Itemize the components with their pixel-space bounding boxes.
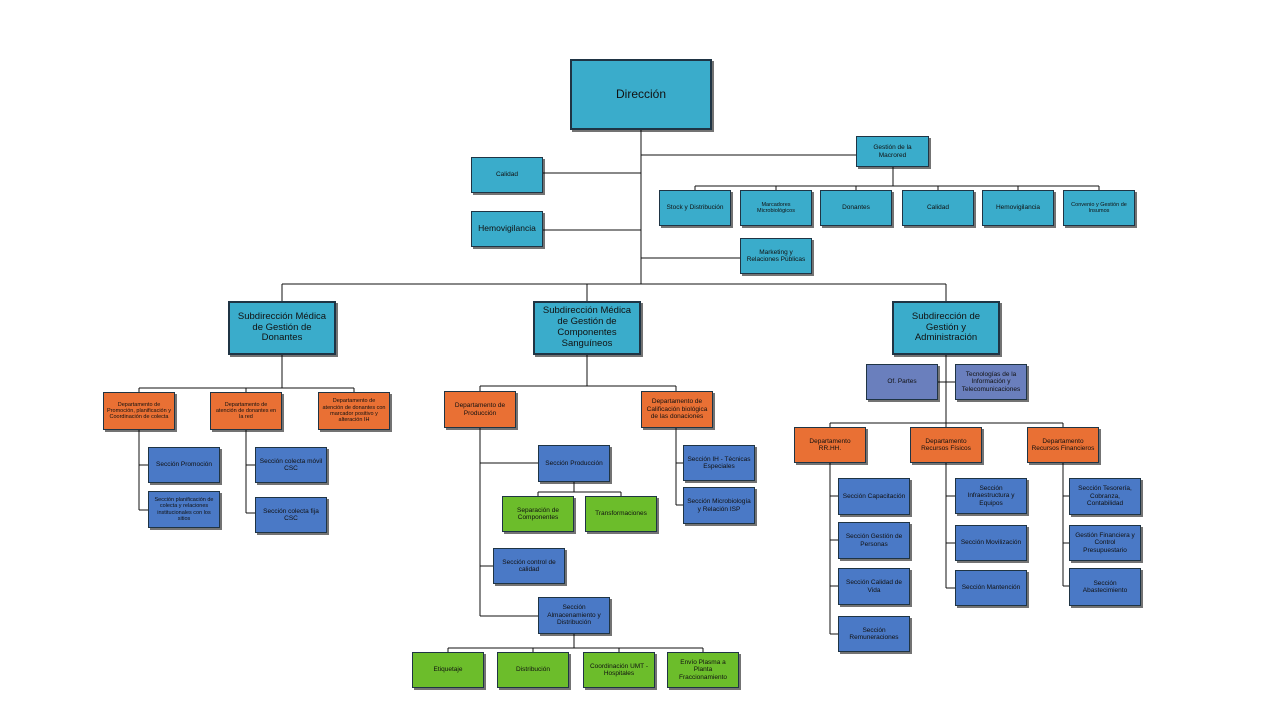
node-etiquetaje: Etiquetaje [412,652,484,688]
node-convenio-insumos: Convenio y Gestión de Insumos [1063,190,1135,226]
node-gestion-financiera: Gestión Financiera y Control Presupuesta… [1069,525,1141,561]
node-sec-control-calidad: Sección control de calidad [493,548,565,584]
node-donantes: Donantes [820,190,892,226]
node-hemovigilancia: Hemovigilancia [471,211,543,247]
node-tecnologias: Tecnologías de la Información y Telecomu… [955,364,1027,400]
node-hemovigilancia-macrored: Hemovigilancia [982,190,1054,226]
node-subdireccion-componentes: Subdirección Médica de Gestión de Compon… [533,301,641,355]
node-sec-abastecimiento: Sección Abastecimiento [1069,568,1141,606]
node-direccion: Dirección [570,59,712,130]
node-sec-tesoreria: Sección Tesorería, Cobranza, Contabilida… [1069,478,1141,515]
node-sec-microbiologia: Sección Microbiología y Relación ISP [683,487,755,524]
node-sec-produccion: Sección Producción [538,445,610,482]
node-marketing: Marketing y Relaciones Públicas [740,238,812,274]
node-calidad: Calidad [471,157,543,193]
node-calidad-macrored: Calidad [902,190,974,226]
node-sec-almacenamiento: Sección Almacenamiento y Distribución [538,597,610,634]
node-envio-plasma: Envío Plasma a Planta Fraccionamiento [667,652,739,688]
node-dept-atencion-red: Departamento de atención de donantes en … [210,392,282,430]
node-dept-rrhh: Departamento RR.HH. [794,427,866,463]
node-subdireccion-donantes: Subdirección Médica de Gestión de Donant… [228,301,336,355]
node-sec-infraestructura: Sección Infraestructura y Equipos [955,478,1027,514]
node-sec-calidad-vida: Sección Calidad de Vida [838,568,910,605]
node-dept-recursos-fisicos: Departamento Recursos Físicos [910,427,982,463]
node-dept-atencion-marcador: Departamento de atención de donantes con… [318,392,390,430]
node-sec-movilizacion: Sección Movilización [955,525,1027,561]
node-dept-calificacion: Departamento de Calificación biológica d… [641,391,713,428]
node-dept-promocion: Departamento de Promoción, planificación… [103,392,175,430]
node-stock-distribucion: Stock y Distribución [659,190,731,226]
node-dept-produccion: Departamento de Producción [444,391,516,428]
node-sec-promocion: Sección Promoción [148,447,220,483]
node-of-partes: Of. Partes [866,364,938,400]
node-dept-recursos-financieros: Departamento Recursos Financieros [1027,427,1099,463]
node-subdireccion-gestion: Subdirección de Gestión y Administración [892,301,1000,355]
node-gestion-macrored: Gestión de la Macrored [856,136,929,167]
node-sec-colecta-movil: Sección colecta móvil CSC [255,447,327,483]
node-sec-mantencion: Sección Mantención [955,570,1027,606]
node-distribucion: Distribución [497,652,569,688]
node-separacion-componentes: Separación de Componentes [502,496,574,532]
node-sec-remuneraciones: Sección Remuneraciones [838,616,910,652]
node-sec-colecta-fija: Sección colecta fija CSC [255,497,327,533]
node-sec-capacitacion: Sección Capacitación [838,478,910,515]
node-transformaciones: Transformaciones [585,496,657,532]
node-coordinacion-umt: Coordinación UMT - Hospitales [583,652,655,688]
node-marcadores-microbiologicos: Marcadores Microbiológicos [740,190,812,226]
node-sec-gestion-personas: Sección Gestión de Personas [838,522,910,559]
node-sec-planificacion: Sección planificación de colecta y relac… [148,491,220,528]
node-sec-ih: Sección IH - Técnicas Especiales [683,445,755,481]
